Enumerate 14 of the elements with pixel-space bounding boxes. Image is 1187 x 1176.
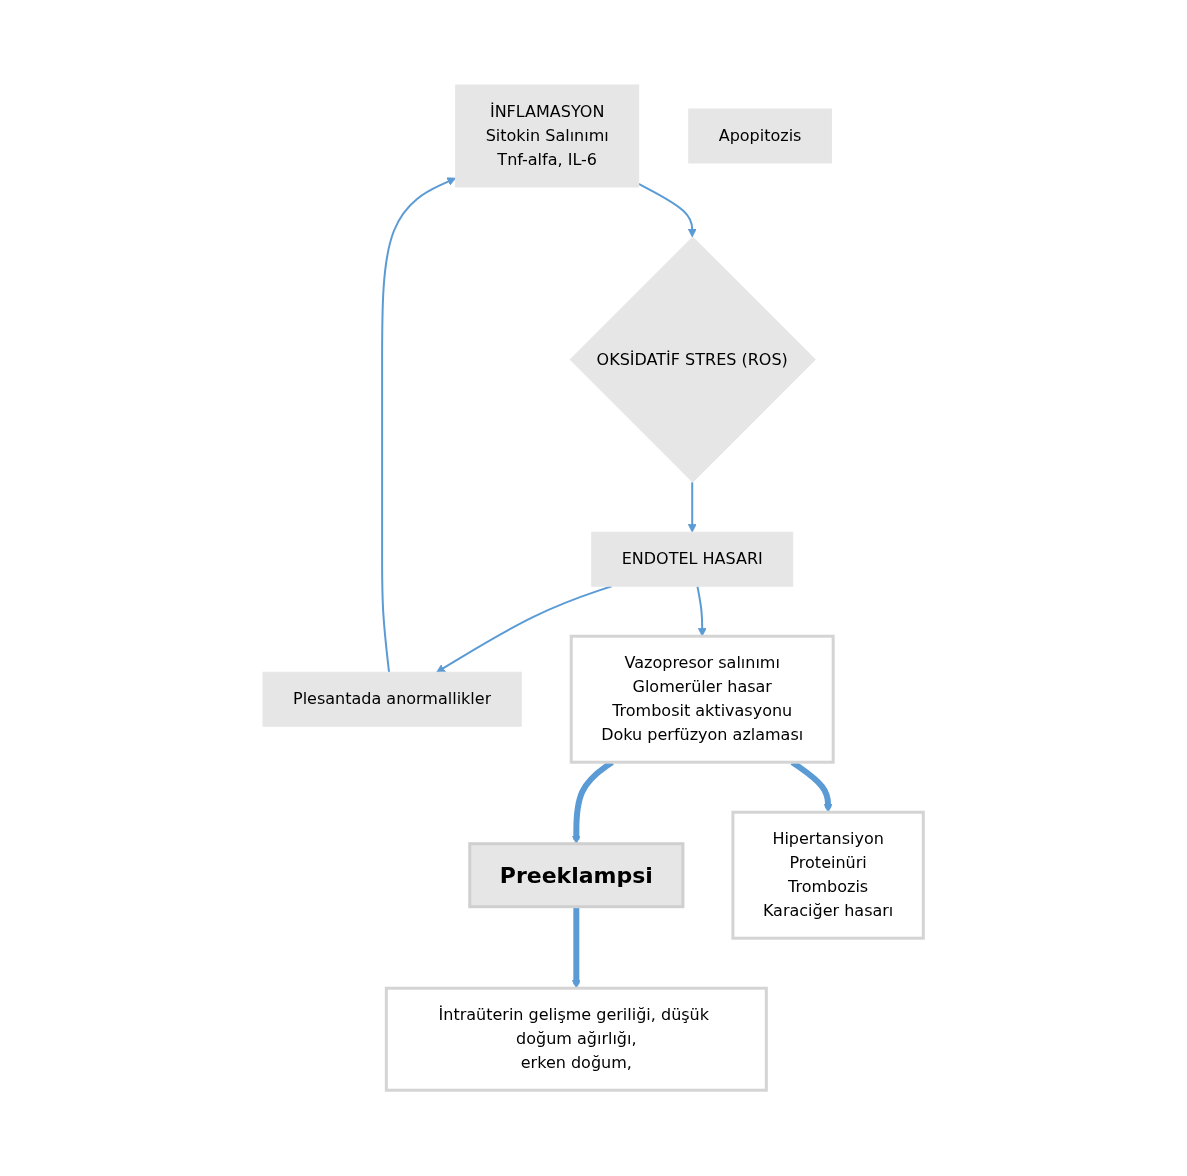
node-box: ENDOTEL HASARI [591,532,794,588]
arrow [381,177,457,674]
node-box: Plesantada anormallikler [262,672,523,728]
node-box: İNFLAMASYON Sitokin Salınımı Tnf-alfa, IL-6 [455,84,640,188]
node-box: Preeklampsi [468,842,685,909]
node-box: Apopitozis [688,108,833,164]
node-box: Hipertansiyon Proteinüri Trombozis Karaciğer hasarı [731,811,926,941]
arrow [638,183,697,238]
arrow [688,481,697,533]
arrow [572,907,582,989]
node-box: Vazopresor salınımı Glomerüler hasar Trombosit aktivasyonu Doku perfüzyon azlaması [570,635,836,765]
node-diamond: OKSİDATİF STRES (ROS) [569,236,817,484]
node-box: İntraüterin gelişme geriliği, düşük doğum ağırlığı, erken doğum, [385,987,769,1093]
arrow [696,585,707,637]
